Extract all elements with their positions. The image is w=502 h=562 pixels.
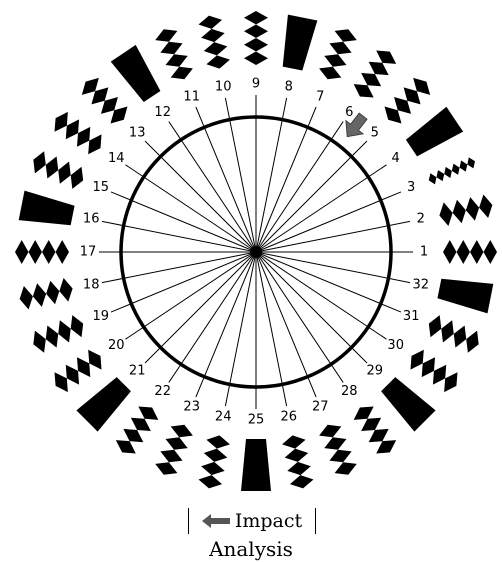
blade (241, 439, 271, 491)
position-label: 10 (215, 80, 232, 95)
blade (424, 313, 483, 356)
blade (436, 274, 493, 314)
position-label: 1 (420, 245, 428, 260)
blade (278, 15, 318, 72)
position-label: 27 (312, 400, 329, 415)
blade (77, 73, 132, 128)
legend-label: Impact (235, 510, 302, 532)
blade (427, 156, 478, 186)
position-label: 11 (183, 89, 200, 104)
position-label: 13 (129, 126, 146, 141)
blade (153, 25, 196, 84)
position-label: 6 (345, 105, 353, 120)
position-label: 32 (413, 277, 430, 292)
position-label: 30 (387, 338, 404, 353)
blade (49, 108, 107, 158)
blade (76, 374, 134, 432)
blade (111, 45, 165, 105)
blade (437, 193, 495, 227)
position-label: 16 (83, 212, 100, 227)
blade (244, 11, 268, 65)
position-label: 3 (407, 180, 415, 195)
position-label: 29 (367, 363, 384, 378)
position-label: 15 (93, 180, 110, 195)
position-label: 23 (183, 400, 200, 415)
position-label: 12 (154, 105, 171, 120)
position-label: 8 (285, 80, 293, 95)
blade (350, 45, 400, 103)
blade (17, 277, 75, 311)
position-label: 26 (281, 409, 298, 424)
position-label: 21 (129, 363, 146, 378)
blade (317, 25, 360, 84)
caption: Analysis (0, 537, 502, 561)
position-label: 14 (108, 151, 125, 166)
blade (380, 73, 435, 128)
blade (49, 346, 107, 396)
position-label: 7 (316, 89, 324, 104)
blade (112, 401, 162, 459)
blade (350, 401, 400, 459)
position-label: 20 (108, 338, 125, 353)
impact-marker (339, 109, 372, 143)
impact-arrow-icon (339, 109, 372, 143)
position-label: 28 (341, 384, 358, 399)
position-label: 25 (248, 413, 265, 428)
blade (281, 433, 315, 491)
blade (19, 191, 76, 231)
blade (29, 313, 88, 356)
position-label: 22 (154, 384, 171, 399)
legend: Impact (188, 508, 316, 534)
position-label: 24 (215, 409, 232, 424)
position-label: 2 (417, 212, 425, 227)
position-label: 19 (93, 309, 110, 324)
blade (15, 240, 69, 264)
blade (197, 13, 231, 71)
arrow-left-icon (202, 514, 230, 528)
blade (378, 374, 436, 432)
blade (443, 240, 497, 264)
blade (197, 433, 231, 491)
position-label: 5 (371, 126, 379, 141)
blade (29, 149, 88, 192)
position-label: 31 (403, 309, 420, 324)
position-label: 18 (83, 277, 100, 292)
position-label: 9 (252, 77, 260, 92)
blade (317, 420, 360, 479)
blade (403, 107, 463, 161)
blade (405, 346, 463, 396)
position-label: 17 (80, 245, 97, 260)
blade (153, 420, 196, 479)
position-label: 4 (392, 151, 400, 166)
hub-dot (250, 246, 262, 258)
